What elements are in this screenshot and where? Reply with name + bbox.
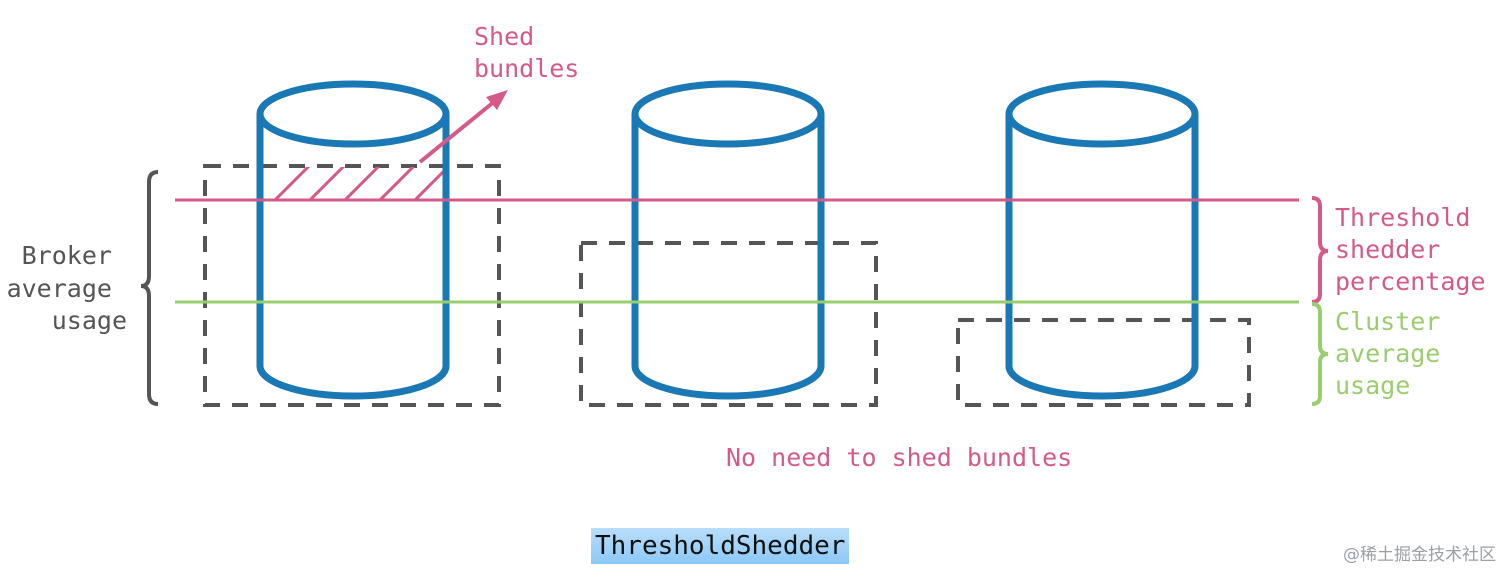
cluster-average-brace xyxy=(1311,302,1329,406)
broker-cylinder-2 xyxy=(631,80,825,400)
broker-usage-box-1 xyxy=(203,164,501,407)
broker-usage-box-2 xyxy=(579,241,878,407)
shed-arrow-head xyxy=(486,90,508,110)
broker-cylinder-1 xyxy=(256,80,450,400)
shed-arrow-line xyxy=(418,99,497,164)
shed-hatch-area xyxy=(272,167,443,200)
diagram-caption: ThresholdShedder xyxy=(591,528,850,564)
watermark: @稀土掘金技术社区 xyxy=(1343,545,1496,565)
threshold-shedder-percentage-label: Threshold shedder percentage xyxy=(1335,203,1486,296)
threshold-percentage-brace xyxy=(1311,196,1329,304)
broker-usage-box-3 xyxy=(956,318,1251,407)
broker-cylinder-3 xyxy=(1005,80,1199,400)
shed-bundles-label: Shed bundles xyxy=(474,22,579,83)
broker-average-usage-label: Broker average usage xyxy=(7,241,127,335)
broker-average-brace xyxy=(140,170,159,406)
no-need-label: No need to shed bundles xyxy=(726,443,1072,472)
cluster-average-usage-label: Cluster average usage xyxy=(1335,307,1455,400)
